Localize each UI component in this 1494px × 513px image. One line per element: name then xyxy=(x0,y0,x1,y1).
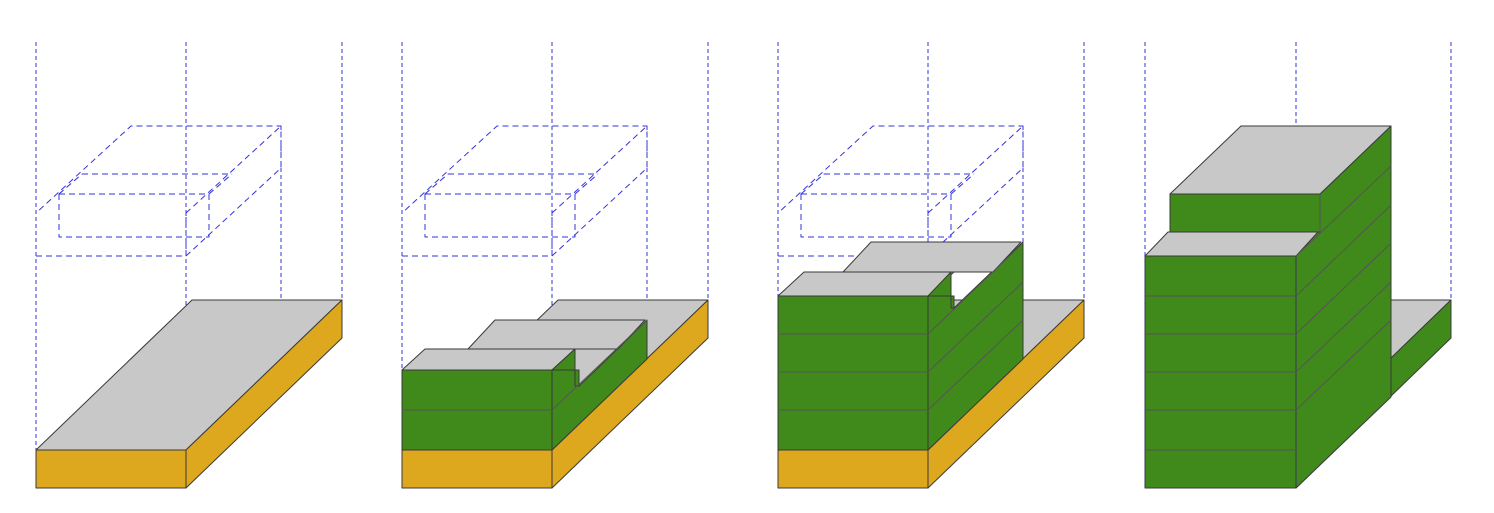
target-part-wireframe xyxy=(777,125,1024,257)
final-part xyxy=(1144,125,1452,489)
deposited-block xyxy=(401,319,648,451)
panel-3 xyxy=(777,42,1085,489)
block-top-upper xyxy=(842,241,1022,273)
block-step-face xyxy=(551,348,580,387)
block-step-face xyxy=(927,271,955,309)
block-top-upper xyxy=(467,319,646,350)
substrate-side xyxy=(185,299,343,489)
block-top-lower xyxy=(401,348,576,371)
panel-4 xyxy=(1144,42,1452,489)
upper-front xyxy=(1169,193,1321,233)
target-part-wireframe xyxy=(35,125,282,257)
guide-lines-front xyxy=(1144,256,1297,488)
substrate-side xyxy=(927,299,1085,489)
block-top-lower xyxy=(777,271,955,297)
block-front xyxy=(777,295,929,451)
body-top-lower xyxy=(1144,231,1319,257)
substrate xyxy=(35,299,343,489)
panel-1 xyxy=(35,42,343,489)
upper-top xyxy=(1169,125,1392,195)
substrate-front xyxy=(401,449,553,489)
substrate-side xyxy=(551,299,709,489)
deposited-block xyxy=(777,241,1024,451)
substrate-front xyxy=(777,449,929,489)
panel-2 xyxy=(401,42,709,489)
substrate-front xyxy=(35,449,187,489)
target-part-wireframe xyxy=(401,125,648,257)
